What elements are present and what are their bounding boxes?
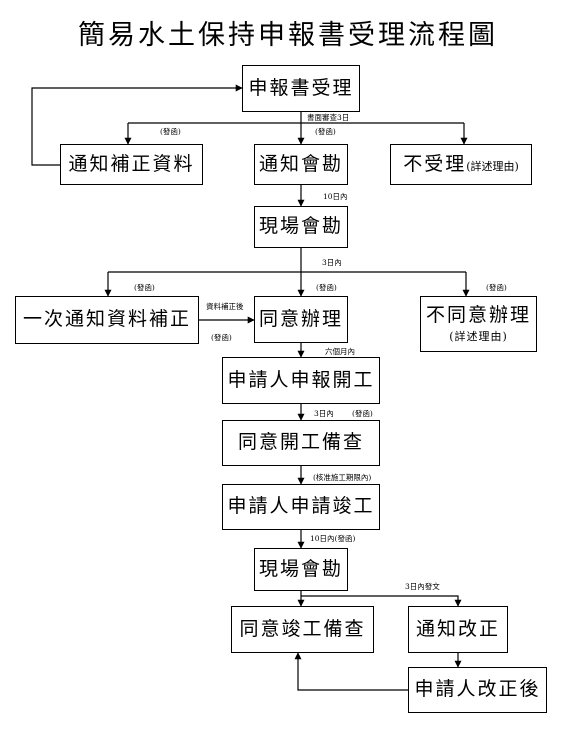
node-one-time-fix: 一次通知資料補正 [15, 296, 199, 344]
connector [294, 652, 408, 691]
node-approve-complete: 同意竣工備查 [231, 606, 374, 653]
page-title: 簡易水土保持申報書受理流程圖 [78, 20, 498, 51]
edge-label: 資料補正後 [206, 302, 244, 311]
node-notify-inspect: 通知會勘 [254, 144, 348, 185]
edge-label: 10日內(發函) [310, 534, 356, 543]
edge-label: 六個月內 [325, 347, 355, 356]
edge-label: (發函) [316, 283, 337, 292]
edge-label: (發函) [486, 283, 507, 292]
edge-label: (核准施工期限內) [313, 473, 372, 482]
edge-label: (發函) [160, 127, 181, 136]
node-approve: 同意辦理 [254, 296, 348, 343]
node-reject: 不受理(詳述理由) [390, 144, 532, 185]
edge-label: 3日內 [314, 409, 334, 418]
edge-label: 書面審查3日 [307, 113, 350, 122]
edge-label: 3日內 [322, 258, 342, 267]
connector [301, 595, 462, 607]
node-notify-fix: 通知補正資料 [60, 144, 203, 185]
node-receive: 申報書受理 [242, 65, 360, 112]
connector [31, 84, 243, 166]
node-apply-start: 申請人申報開工 [222, 357, 380, 404]
node-notify-correct: 通知改正 [408, 606, 508, 653]
node-approve-start: 同意開工備查 [222, 420, 380, 466]
node-apply-complete: 申請人申請竣工 [222, 484, 380, 530]
node-disapprove: 不同意辦理 (詳述理由) [420, 296, 537, 352]
edge-label: 3日內發文 [405, 582, 440, 591]
edge-label: (發函) [134, 283, 155, 292]
node-applicant-corrected: 申請人改正後 [408, 667, 547, 713]
edge-label: 10日內 [323, 192, 348, 201]
node-site-inspect-2: 現場會勘 [254, 548, 348, 591]
edge-label: (發函) [211, 333, 232, 342]
node-site-inspect-1: 現場會勘 [254, 206, 348, 248]
edge-label: (發函) [315, 127, 336, 136]
edge-label: (發函) [352, 409, 373, 418]
